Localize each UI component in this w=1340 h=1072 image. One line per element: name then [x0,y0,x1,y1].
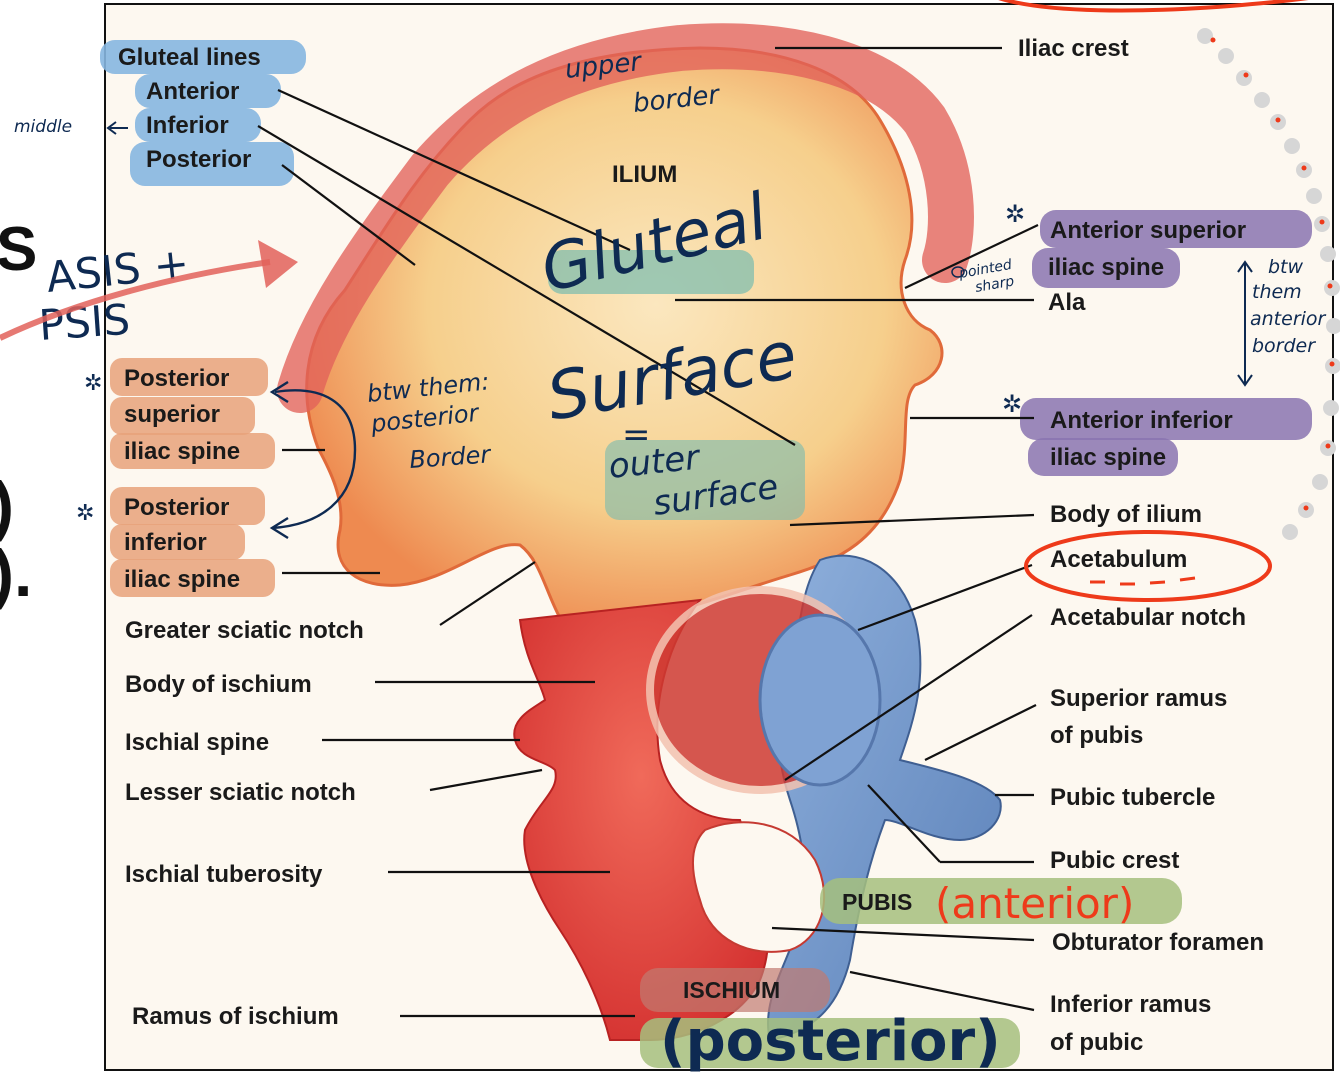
note-posterior-tag: (posterior) [660,1009,1001,1072]
star-icon: ✲ [1002,390,1022,418]
acetabular-notch-area [760,615,880,785]
label-piis-1: Posterior [124,494,229,521]
label-pubic-crest: Pubic crest [1050,847,1179,874]
note-anterior-tag: (anterior) [935,879,1134,928]
label-asis-2: iliac spine [1048,254,1164,281]
star-icon: ✲ [1005,200,1025,228]
star-icon: ✲ [84,371,102,396]
label-body-of-ischium: Body of ischium [125,671,312,698]
label-aiis-2: iliac spine [1050,444,1166,471]
cropped-edge-text-1: S [0,215,37,284]
note-btw-anterior-4: border [1252,335,1316,357]
label-ischial-tuberosity: Ischial tuberosity [125,861,323,888]
note-btw-anterior-1: btw [1268,256,1304,278]
note-btw-anterior-2: them [1252,281,1302,303]
label-obturator-foramen: Obturator foramen [1052,929,1264,956]
label-ilium-region: ILIUM [612,161,677,188]
label-psis-1: Posterior [124,365,229,392]
label-acetabular-notch: Acetabular notch [1050,604,1246,631]
label-aiis-1: Anterior inferior [1050,407,1233,434]
label-iliac-crest: Iliac crest [1018,35,1129,62]
label-asis-1: Anterior superior [1050,217,1246,244]
label-pubis-region: PUBIS [842,889,912,915]
label-inferior-line: Inferior [146,112,229,139]
label-superior-ramus-1: Superior ramus [1050,685,1227,712]
label-ischium-region: ISCHIUM [683,977,780,1003]
note-middle: middle [14,117,72,137]
label-lesser-sciatic-notch: Lesser sciatic notch [125,779,356,806]
label-greater-sciatic-notch: Greater sciatic notch [125,617,364,644]
label-ramus-of-ischium: Ramus of ischium [132,1003,339,1030]
label-ala: Ala [1048,289,1086,316]
label-anterior-line: Anterior [146,78,239,105]
cropped-edge-text-2: ) [0,468,14,542]
label-pubic-tubercle: Pubic tubercle [1050,784,1215,811]
label-psis-2: superior [124,401,220,428]
cropped-edge-text-3: ). [0,536,32,610]
label-psis-3: iliac spine [124,438,240,465]
label-piis-3: iliac spine [124,566,240,593]
label-gluteal-lines: Gluteal lines [118,44,261,71]
label-posterior-line: Posterior [146,146,251,173]
label-superior-ramus-2: of pubis [1050,722,1143,749]
label-ischial-spine: Ischial spine [125,729,269,756]
note-btw-anterior-3: anterior [1250,308,1327,330]
label-inferior-ramus-1: Inferior ramus [1050,991,1211,1018]
note-btw-posterior-3: Border [408,440,493,474]
star-icon: ✲ [76,501,94,526]
label-body-of-ilium: Body of ilium [1050,501,1202,528]
label-acetabulum: Acetabulum [1050,546,1187,573]
label-inferior-ramus-2: of pubic [1050,1029,1143,1056]
label-piis-2: inferior [124,529,207,556]
